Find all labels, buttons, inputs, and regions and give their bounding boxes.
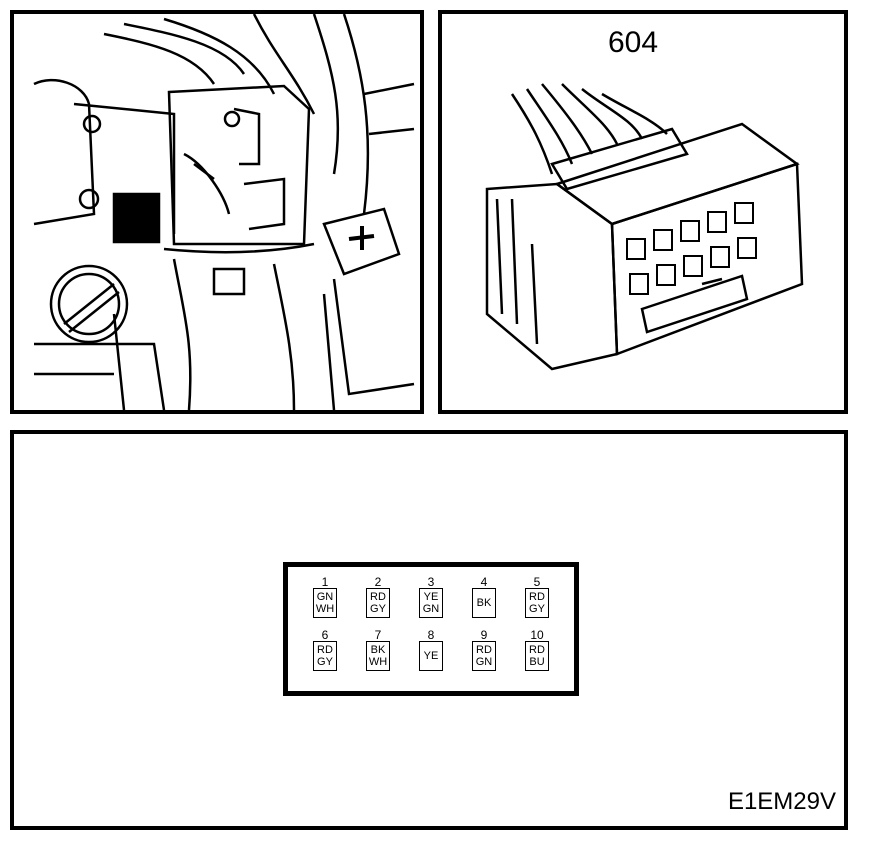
pin-number: 8 (427, 628, 435, 642)
pin-wire-color: RD GY (525, 588, 549, 618)
connector-illustration (485, 83, 804, 371)
engine-bay-illustration (33, 14, 415, 410)
pinout-panel (10, 430, 848, 830)
pin-number: 2 (374, 575, 382, 589)
connector-face-frame: 1 GN WH 2 RD GY 3 YE GN 4 BK 5 RD GY 6 (283, 562, 579, 696)
connector-number-label: 604 (608, 26, 659, 59)
pin-6: 6 RD GY (308, 629, 342, 671)
pin-wire-color: GN WH (313, 588, 337, 618)
pin-3: 3 YE GN (414, 576, 448, 618)
pin-wire-color: RD GY (366, 588, 390, 618)
pin-wire-color: RD BU (525, 641, 549, 671)
pin-number: 3 (427, 575, 435, 589)
pin-number: 10 (530, 628, 544, 642)
connector-view-panel (438, 10, 848, 414)
pin-4: 4 BK (467, 576, 501, 618)
pin-wire-color: BK WH (366, 641, 390, 671)
pin-8: 8 YE (414, 629, 448, 671)
pin-10: 10 RD BU (520, 629, 554, 671)
pin-number: 1 (321, 575, 329, 589)
pin-wire-color: YE GN (419, 588, 443, 618)
pin-wire-color: BK (472, 588, 496, 618)
location-view-panel (10, 10, 424, 414)
pin-number: 5 (533, 575, 541, 589)
pin-1: 1 GN WH (308, 576, 342, 618)
figure-reference-code: E1EM29V (727, 788, 836, 815)
pin-wire-color: YE (419, 641, 443, 671)
pin-wire-color: RD GN (472, 641, 496, 671)
pin-number: 6 (321, 628, 329, 642)
pin-9: 9 RD GN (467, 629, 501, 671)
pin-wire-color: RD GY (313, 641, 337, 671)
pin-5: 5 RD GY (520, 576, 554, 618)
pin-2: 2 RD GY (361, 576, 395, 618)
pin-number: 7 (374, 628, 382, 642)
pin-number: 4 (480, 575, 488, 589)
pin-number: 9 (480, 628, 488, 642)
pin-7: 7 BK WH (361, 629, 395, 671)
